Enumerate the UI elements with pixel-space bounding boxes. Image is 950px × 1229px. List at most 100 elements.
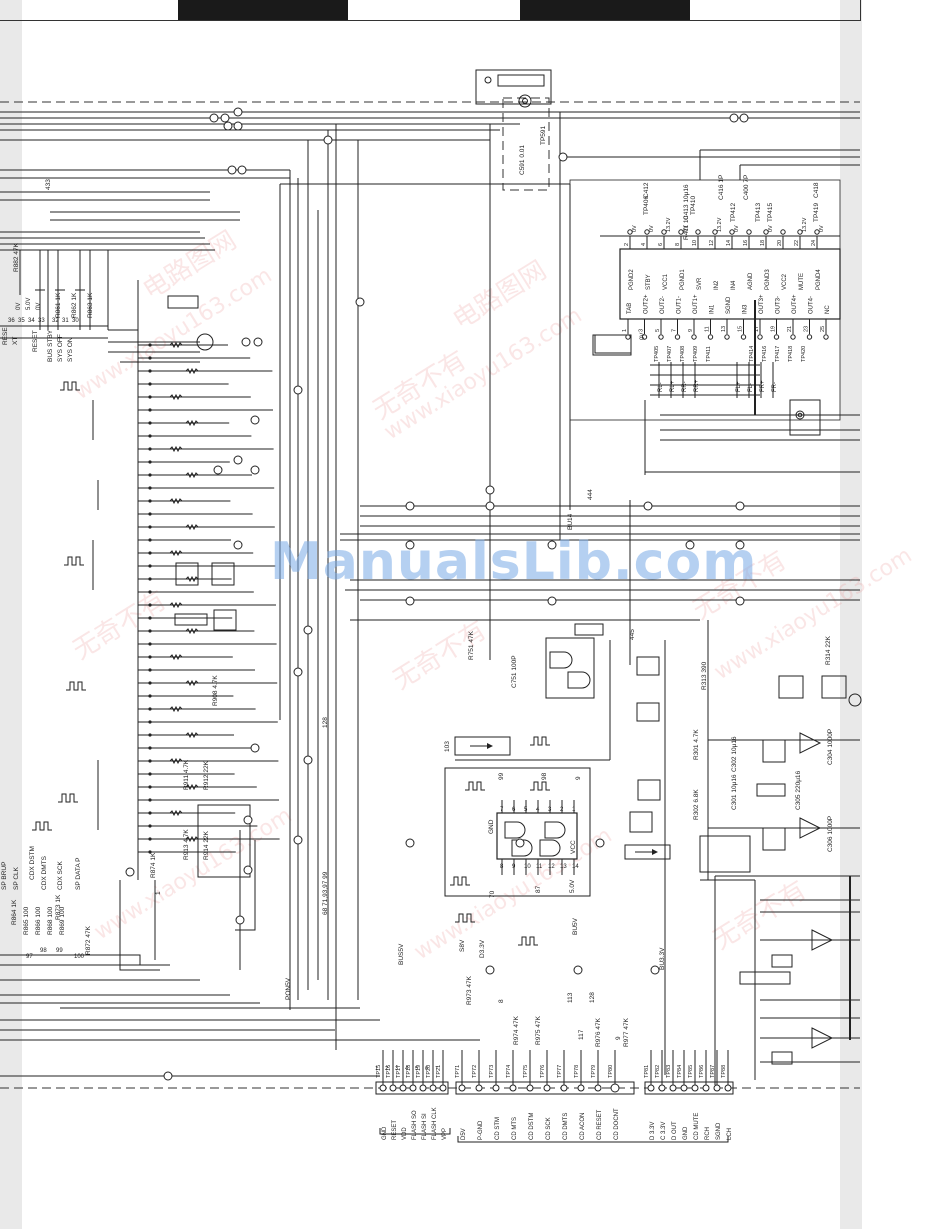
junction-node <box>323 135 333 145</box>
volt-a: 0V <box>16 303 22 310</box>
connector-signal-label: LCH <box>727 1128 733 1140</box>
c751-label: C751 100P <box>511 655 518 688</box>
power-amp-ic <box>569 179 841 421</box>
amp-lower-number: 11 <box>705 326 711 332</box>
r313-label: R313 390 <box>701 661 708 690</box>
amp-top-voltage: 0V <box>632 225 638 232</box>
junction-circles <box>125 107 749 1093</box>
nand-block <box>454 623 671 1075</box>
c302-label: C302 10μ16 <box>731 736 738 772</box>
gate-top-pin-num: 1 <box>572 807 576 813</box>
junction-node <box>685 540 695 550</box>
connector-tp-label: TP88 <box>721 1065 727 1078</box>
amp-top-voltage: 0V <box>649 225 655 232</box>
r862-label: R862 1K <box>71 292 78 318</box>
gate-top-pin-num: 2 <box>560 807 564 813</box>
connector-pin <box>429 1084 437 1092</box>
ladder-node <box>148 603 152 607</box>
ladder-node <box>148 512 152 516</box>
gate-top-99: 99 <box>498 772 505 780</box>
amp-top-voltage: 13.2V <box>802 217 808 232</box>
connector-pin <box>458 1084 466 1092</box>
junction-node <box>233 540 243 550</box>
pin-31: 31 <box>62 318 69 324</box>
net-99: 99 <box>56 948 63 954</box>
connector-tp-label: TP79 <box>591 1065 597 1078</box>
connector-tp-label: TP80 <box>608 1065 614 1078</box>
junction-node <box>250 415 260 425</box>
connector-pin-number: 6 <box>425 1066 428 1072</box>
junction-node <box>293 667 303 677</box>
junction-node <box>235 915 245 925</box>
gate-bottom-pin-num: 11 <box>536 864 543 870</box>
cdx-sck-label: CDX SCK <box>57 860 64 890</box>
r973-label: R973 47K <box>466 975 473 1005</box>
ladder-node <box>148 434 152 438</box>
connector-tp-label: TP16 <box>386 1065 392 1078</box>
connector-tp-label: TP78 <box>574 1065 580 1078</box>
connector-pin <box>389 1084 397 1092</box>
r977-label: R977 47K <box>623 1017 630 1047</box>
amp-output-labels: RL-RL+RR-RR+FL+FL-FR+FR- <box>658 362 778 398</box>
amp-lower-pad <box>641 334 648 340</box>
connector-pin-number: 7 <box>435 1066 438 1072</box>
connector-signal-label: GND <box>382 1126 388 1140</box>
amp-lower-number: 17 <box>754 326 760 332</box>
gate-bu5v-label: BU5V <box>572 917 579 935</box>
resistor-symbol <box>169 497 183 505</box>
amp-pin-number: 12 <box>709 240 715 246</box>
bus-stby-label: BUS STBY <box>47 329 54 362</box>
amp-lower-pad <box>823 334 829 340</box>
connector-pin <box>691 1084 699 1092</box>
pon5v-label: PON5V <box>285 977 292 1000</box>
amp-pin-number: 2 <box>624 243 630 246</box>
connector-signal-label: RESET <box>392 1120 398 1140</box>
connector-signal-label: FLASH SO <box>412 1110 418 1140</box>
ladder-node <box>148 837 152 841</box>
amp-lower-pad <box>740 334 747 340</box>
net-8-label: 8 <box>498 999 505 1003</box>
amp-pin-label: PGND4 <box>816 269 822 290</box>
r976-label: R976 47K <box>595 1017 602 1047</box>
amp-pin-number: 8 <box>675 243 681 246</box>
amp-pin-number: 22 <box>794 240 800 246</box>
cn-watermarks: 电路图网 无奇不有 电路图网 www.xiaoyu163.com www.xia… <box>68 225 917 965</box>
c306-label: C306 1000P <box>827 816 834 852</box>
gate-top-pin-num: 7 <box>500 807 504 813</box>
connector-pin <box>658 1084 666 1092</box>
junction-node <box>650 965 660 975</box>
connector-signal-label: CD DSTM <box>529 1113 535 1140</box>
junction-node <box>250 465 260 475</box>
resistor-symbol <box>185 575 199 583</box>
connector-signal-label: FLASH CLK <box>432 1107 438 1140</box>
tp419-label: TP419 <box>813 202 820 222</box>
amp-lower-number: 1 <box>622 329 628 332</box>
sys-on-label: SYS ON <box>67 337 74 362</box>
junction-node <box>643 501 653 511</box>
amp-top-voltage: 0V <box>683 225 689 232</box>
net-98: 98 <box>40 948 47 954</box>
connector-signal-label: P-GND <box>478 1120 484 1140</box>
left-middle-labels: R908 4.7K R911 4.7K R912 22K R913 4.7K R… <box>11 675 219 955</box>
amp-lower-number: 9 <box>688 329 694 332</box>
s8v-label: S8V <box>459 939 466 952</box>
amp-lower-label: OUT2+ <box>644 294 650 314</box>
connector-tp-label: TP72 <box>472 1065 478 1078</box>
amp-ic-lower-pins: TAB1OUT2+3OUT2-5OUT1-7OUT1+9IN111SGND13I… <box>622 294 831 340</box>
connector-tp-label: TP73 <box>489 1065 495 1078</box>
cdx-dstm-label: CDX DSTM <box>29 846 36 880</box>
amp-out-label: FL+ <box>736 381 742 392</box>
ladder-node <box>148 473 152 477</box>
cn-watermark-3: 电路图网 <box>448 255 552 336</box>
junction-node <box>243 865 253 875</box>
amp-tp-label: TP416 <box>762 346 768 362</box>
ladder-node <box>148 642 152 646</box>
resistor-symbol <box>185 367 199 375</box>
junction-node <box>213 465 223 475</box>
amp-pin-label: IN2 <box>714 280 720 290</box>
gate-gnd-label: GND <box>488 819 495 834</box>
r865-label: R865 100 <box>23 906 30 935</box>
